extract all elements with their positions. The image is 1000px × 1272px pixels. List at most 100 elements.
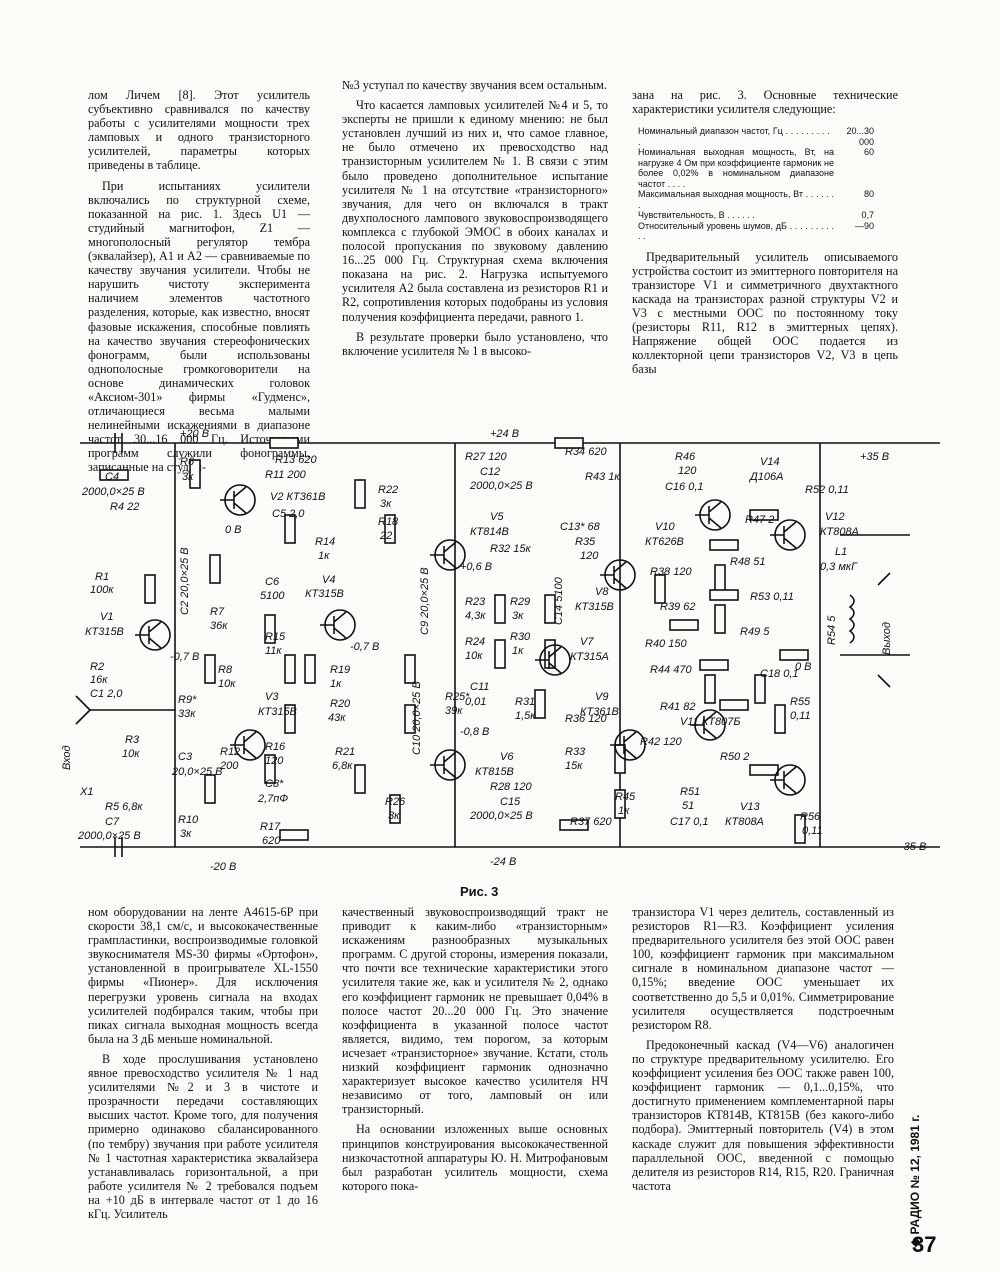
resistor-symbol — [354, 479, 366, 509]
schematic-label-c2: C2 20,0×25 В — [179, 547, 191, 615]
resistor-symbol — [709, 589, 739, 601]
schematic-label-v6t: КТ815В — [475, 766, 514, 778]
schematic-label-c15v: 2000,0×25 В — [469, 810, 533, 822]
resistor-symbol — [404, 654, 416, 684]
resistor-symbol — [354, 764, 366, 794]
text-column-1: лом Личем [8]. Этот усилитель субъективн… — [88, 88, 310, 481]
schematic-label-r43: R43 1к — [585, 471, 620, 483]
resistor-symbol — [709, 539, 739, 551]
schematic-label-r11: R11 200 — [265, 469, 307, 481]
schematic-label-r53: R53 0,11 — [750, 591, 794, 603]
schematic-label-r1: R1 — [95, 571, 109, 583]
schematic-label-r33: R33 — [565, 746, 586, 758]
schematic-label-r42: R42 120 — [640, 736, 682, 748]
resistor-symbol — [699, 659, 729, 671]
schematic-label-r41: R41 82 — [660, 701, 695, 713]
resistor-symbol — [704, 674, 716, 704]
schematic-label-r8: R8 — [218, 664, 233, 676]
spec-label: Номинальная выходная мощность, Вт, на на… — [638, 147, 834, 189]
schematic-label-r32: R32 15к — [490, 543, 531, 555]
schematic-label-r1v: 100к — [90, 584, 114, 596]
schematic-label-r28: R28 120 — [490, 781, 532, 793]
schematic-label-r14: R14 — [315, 536, 335, 548]
spec-row: Максимальная выходная мощность, Вт . . .… — [638, 189, 874, 210]
schematic-label-r51: R51 — [680, 786, 700, 798]
schematic-label-r45: R45 — [615, 791, 636, 803]
schematic-label-v8: V8 — [595, 586, 609, 598]
schematic-label-top_20: +20 В — [180, 428, 209, 440]
schematic-label-r39: R39 62 — [660, 601, 695, 613]
schematic-label-r35: R35 — [575, 536, 596, 548]
schematic-label-c18: C18 0,1 — [760, 668, 799, 680]
transistor-leads — [770, 521, 797, 549]
schematic-label-r24: R24 — [465, 636, 485, 648]
schematic-label-r56: R56 — [800, 811, 821, 823]
figure-caption: Рис. 3 — [460, 884, 499, 899]
schematic-label-r6: R6 — [180, 456, 195, 468]
schematic-label-c13: C13* 68 — [560, 521, 601, 533]
transistor-leads — [320, 611, 347, 639]
page-number: 37 — [912, 1232, 937, 1257]
schematic-label-c5: C5 2,0 — [272, 508, 305, 520]
schematic-label-r9: R9* — [178, 694, 197, 706]
schematic-label-c17: C17 0,1 — [670, 816, 709, 828]
spec-value: 80 — [863, 189, 874, 200]
schematic-label-r16v: 120 — [265, 755, 284, 767]
schematic-label-r14v: 1к — [318, 550, 330, 562]
schematic-label-r24v: 10к — [465, 650, 483, 662]
resistor-symbol — [284, 704, 296, 734]
schematic-label-v07: -0,7 В — [170, 651, 199, 663]
schematic-label-r7: R7 — [210, 606, 225, 618]
resistor-symbol — [494, 594, 506, 624]
schematic-label-in: Вход — [61, 745, 73, 770]
schematic-label-r30v: 1к — [512, 645, 524, 657]
schematic-label-l1: L1 — [835, 546, 847, 558]
schematic-label-r22: R22 — [378, 484, 398, 496]
schematic-label-r54: R54 5 — [826, 615, 838, 645]
transistor-leads — [220, 486, 247, 514]
schematic-label-c11v: 0,01 — [465, 696, 486, 708]
resistor-symbol — [204, 654, 216, 684]
resistor-symbol — [269, 437, 299, 449]
schematic-label-v10t: КТ626В — [645, 536, 684, 548]
spec-label: Относительный уровень шумов, дБ . . . . … — [638, 220, 834, 242]
paragraph: Предварительный усилитель описываемого у… — [632, 249, 898, 377]
transistor-leads — [695, 501, 722, 529]
schematic-label-v13: V13 — [740, 801, 760, 813]
schematic-label-v14t: Д106А — [748, 471, 783, 483]
schematic-label-v0: 0 В — [225, 524, 242, 536]
schematic-label-v1: V1 — [100, 611, 113, 623]
schematic-label-r10: R10 — [178, 814, 199, 826]
schematic-label-v7: V7 — [580, 636, 594, 648]
schematic-label-v9t: КТ361В — [580, 706, 619, 718]
schematic-label-c15: C15 — [500, 796, 521, 808]
schematic-label-v7t: КТ315А — [570, 651, 609, 663]
schematic-label-r3v: 10к — [122, 748, 140, 760]
transistor-leads — [535, 646, 562, 674]
schematic-label-r3: R3 — [125, 734, 140, 746]
resistor-symbol — [144, 574, 156, 604]
resistor-symbol — [494, 639, 506, 669]
paragraph: Предоконечный каскад (V4—V6) аналогичен … — [632, 1037, 894, 1193]
resistor-symbol — [389, 794, 401, 824]
schematic-label-v10: V10 — [655, 521, 675, 533]
schematic-label-r6v: 3к — [182, 471, 194, 483]
schematic-label-r36: R36 120 — [565, 713, 607, 725]
resistor-symbol — [99, 469, 129, 481]
spec-row: Номинальная выходная мощность, Вт, на на… — [638, 147, 874, 189]
schematic-label-c11: C11 — [470, 681, 489, 693]
resistor-symbol — [544, 639, 556, 669]
schematic-label-r12v: 200 — [219, 760, 239, 772]
schematic-label-v4: V4 — [322, 574, 335, 586]
resistor-symbol — [614, 789, 626, 819]
schematic-label-v3t: КТ315В — [258, 706, 297, 718]
schematic-label-c4: C4 — [105, 471, 119, 483]
resistor-symbol — [749, 764, 779, 776]
schematic-label-r8v: 10к — [218, 678, 236, 690]
resistor-symbol — [209, 554, 221, 584]
paragraph: Что касается ламповых усилителей №4 и 5,… — [342, 98, 608, 324]
schematic-label-v12: V12 — [825, 511, 845, 523]
schematic-label-r34: R34 620 — [565, 446, 607, 458]
schematic-label-r15v: 11к — [265, 645, 282, 657]
paragraph: лом Личем [8]. Этот усилитель субъективн… — [88, 88, 310, 173]
